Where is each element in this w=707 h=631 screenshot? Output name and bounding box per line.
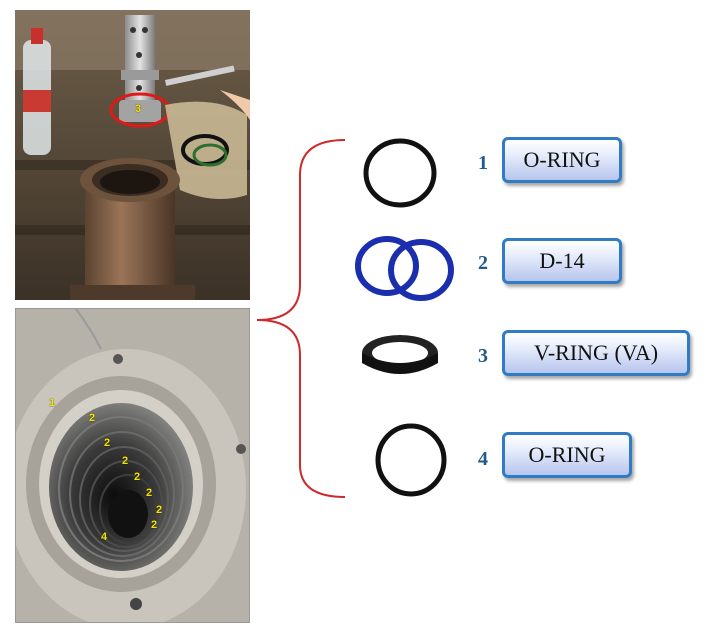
- seal-label: O-RING: [523, 147, 601, 172]
- seal-label-box: D-14: [502, 238, 622, 284]
- photo-rotary-joint-scene: [15, 10, 250, 300]
- callout-label: 4: [101, 531, 108, 543]
- seal-row-4: 4 O-RING: [345, 420, 695, 500]
- photo-housing-bore: [16, 309, 249, 622]
- callout-label: 2: [146, 487, 153, 499]
- curly-brace: [256, 139, 346, 498]
- callout-label: 3: [135, 103, 142, 115]
- seal-row-2: 2 D-14: [345, 230, 695, 310]
- photo-housing-interior: 1 2 2 2 2 2 2 2 4: [15, 308, 250, 623]
- callout-label: 2: [104, 437, 111, 449]
- seal-row-1: 1 O-RING: [345, 135, 695, 215]
- seal-label-box: O-RING: [502, 137, 622, 183]
- callout-label: 2: [156, 504, 163, 516]
- double-ring-icon: [355, 236, 454, 301]
- seal-number: 3: [478, 345, 488, 367]
- seal-number: 1: [478, 152, 488, 174]
- seal-label: D-14: [539, 248, 585, 273]
- seal-label: O-RING: [528, 442, 606, 467]
- seal-number: 4: [478, 448, 488, 470]
- seal-label-box: V-RING (VA): [502, 330, 690, 376]
- callout-label: 2: [89, 412, 96, 424]
- callout-label: 1: [49, 397, 56, 409]
- seal-label: V-RING (VA): [533, 340, 659, 365]
- callout-label: 2: [134, 471, 141, 483]
- o-ring-icon: [363, 138, 437, 208]
- seal-row-3: 3 V-RING (VA): [345, 323, 695, 403]
- callout-label: 2: [151, 519, 158, 531]
- photo-rotary-joint-disassembled: 3: [15, 10, 250, 300]
- callout-label: 2: [122, 455, 129, 467]
- seal-label-box: O-RING: [502, 432, 632, 478]
- seal-number: 2: [478, 252, 488, 274]
- v-ring-icon: [362, 335, 438, 374]
- o-ring-icon: [375, 423, 447, 497]
